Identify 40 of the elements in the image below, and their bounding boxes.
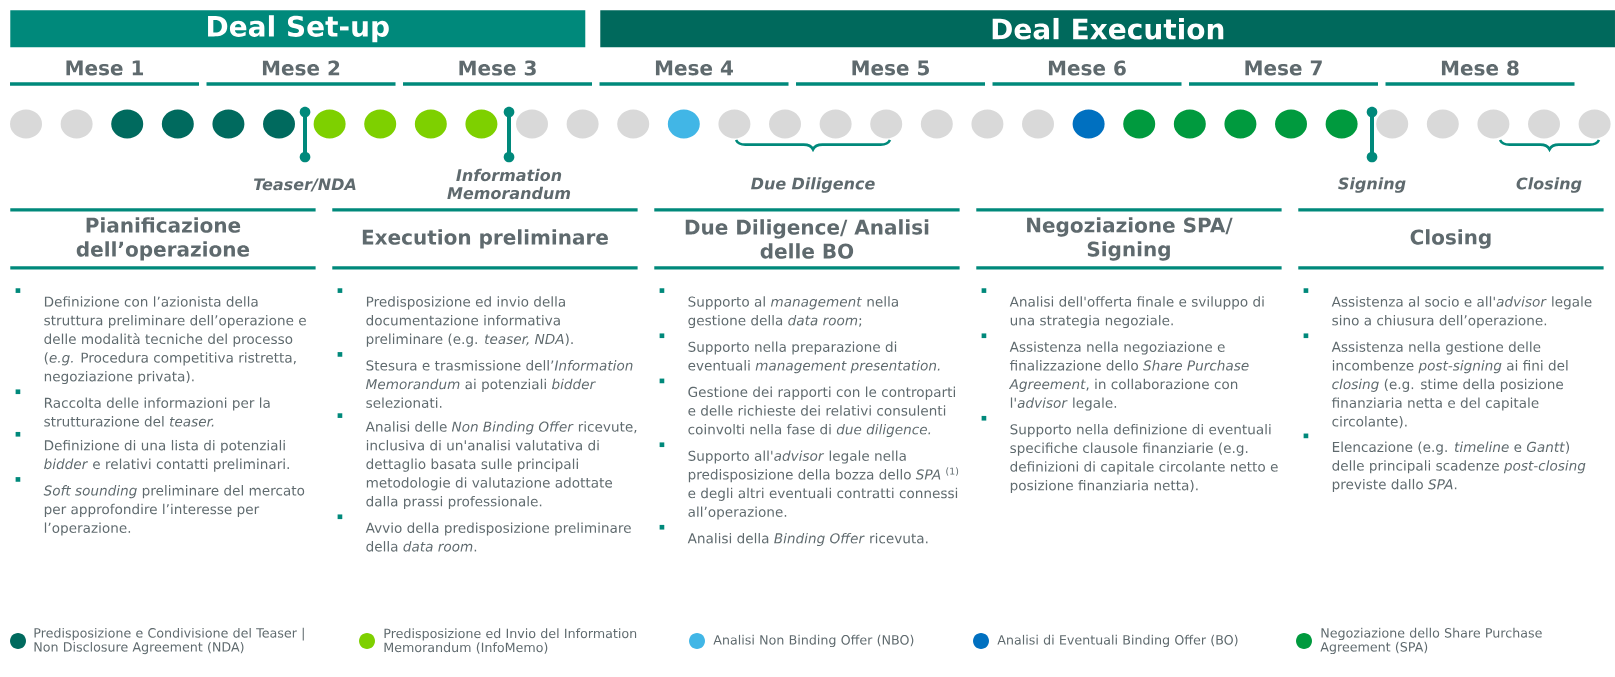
bullet-item: Raccolta delle informazioni per la strutturazione del teaser. (15, 389, 270, 427)
bullet-item: Supporto nella definizione di eventuali specifiche clausole finanziarie (e.g. definizioni di capitale circolante netto e posizione finanziaria netta). (981, 415, 1278, 494)
legend-label: Negoziazione dello Share Purchase Agreement (SPA) (1320, 627, 1542, 655)
milestone-label: Closing (1516, 177, 1582, 193)
phase-column (10, 208, 316, 536)
bullet-item: Soft sounding preliminare del mercato per approfondire l’interesse per l’operazione. (15, 477, 305, 536)
bullet-item: Assistenza nella negoziazione e finalizzazione dello Share Purchase Agreement, in collaborazione con l'advisor legale. (981, 333, 1249, 411)
column-heading: Execution preliminare (362, 229, 608, 249)
bullet-item: Elencazione (e.g. timeline e Gantt) delle principali scadenze post-closing previste dallo SPA. (1303, 433, 1586, 493)
phase-column (332, 208, 638, 552)
bullet-item: Stesura e trasmissione dell’Information Memorandum ai potenziali bidder selezionati. (337, 352, 633, 408)
milestone-label: Teaser/NDA (253, 178, 356, 192)
bullet-item: Predisposizione ed invio della documentazione informativa preliminare (e.g. teaser, NDA). (337, 288, 573, 347)
phase-column (1298, 208, 1604, 493)
bullet-item: Analisi delle Non Binding Offer ricevute, inclusiva di un'analisi valutativa di dettaglio basata sulle principali metodologie di valutazione adottate dalla prassi professionale. (337, 413, 637, 510)
bullet-item: Analisi della Binding Offer ricevuta. (659, 524, 928, 547)
milestone-label: Due Diligence (751, 177, 875, 193)
phase-banner: Deal Set-up (10, 10, 586, 48)
legend-label: Predisposizione ed Invio del Information Memorandum (InfoMemo) (384, 628, 637, 654)
phase-column (654, 208, 960, 547)
milestone-label: Signing (1338, 177, 1406, 193)
bullet-item: Supporto all'advisor legale nella predisposizione della bozza dello SPA $^{(1)}$ e degli altri eventuali contratti connessi all’operazione. (659, 442, 959, 520)
phase-banner: Deal Execution (600, 10, 1615, 48)
bullet-item: Definizione di una lista di potenziali bidder e relativi contatti preliminari. (15, 431, 289, 472)
column-heading: Due Diligence/ Analisi delle BO (685, 219, 929, 259)
phase-column (976, 208, 1282, 494)
column-heading: Pianificazione dell’operazione (76, 217, 250, 261)
bullet-item: Definizione con l’azionista della struttura preliminare dell’operazione e delle modalità tecniche del processo (e.g. Procedura competitiva ristretta, negoziazione privata). (15, 288, 306, 385)
bullet-item: Assistenza al socio e all'advisor legale sino a chiusura dell’operazione. (1303, 288, 1592, 329)
legend-label: Analisi di Eventuali Binding Offer (BO) (997, 634, 1238, 648)
column-heading: Closing (1410, 229, 1491, 249)
bullet-item: Gestione dei rapporti con le controparti e delle richieste dei relativi consulenti coinvolti nella fase di due diligence. (659, 378, 955, 438)
bullet-item: Supporto nella preparazione di eventuali management presentation. (659, 333, 940, 374)
column-heading: Negoziazione SPA/ Signing (1027, 217, 1233, 261)
bullet-item: Avvio della predisposizione preliminare della data room. (337, 514, 631, 552)
bullet-item: Analisi dell'offerta finale e sviluppo di una strategia negoziale. (981, 288, 1264, 329)
legend-label: Predisposizione e Condivisione del Teaser | Non Disclosure Agreement (NDA) (34, 627, 304, 655)
legend-label: Analisi Non Binding Offer (NBO) (713, 634, 914, 648)
bullet-item: Assistenza nella gestione delle incombenze post-signing ai fini del closing (e.g. stime della posizione finanziaria netta e del capitale circolante). (1303, 333, 1568, 429)
bullet-item: Supporto al management nella gestione della data room; (659, 288, 898, 329)
